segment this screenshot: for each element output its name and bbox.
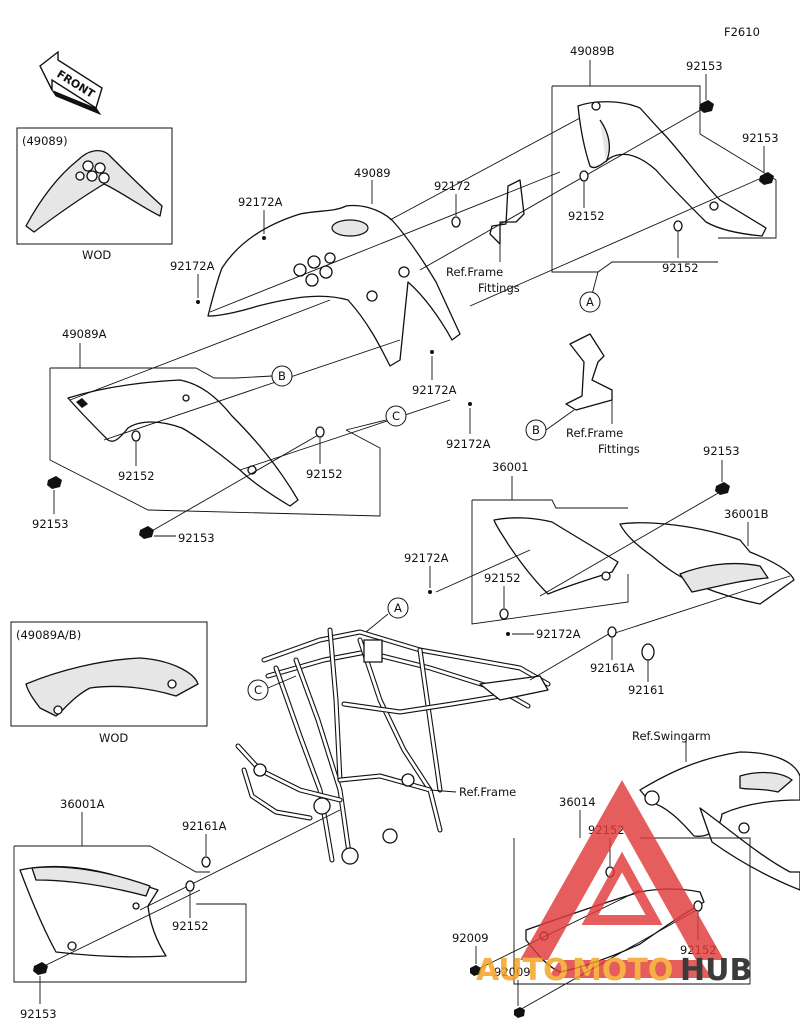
fasteners xyxy=(33,100,774,1018)
label-92153-f: 92153 xyxy=(20,1007,57,1021)
label-92172A-f: 92172A xyxy=(536,627,581,641)
inset1-title: (49089) xyxy=(22,134,68,148)
label-92009-b: 92009 xyxy=(494,965,531,979)
part-36001-shroud: 36001 xyxy=(471,460,629,625)
washer-92172 xyxy=(451,216,461,228)
label-92172A-a: 92172A xyxy=(238,195,283,209)
inset1-note: WOD xyxy=(82,248,111,262)
front-arrow-icon: FRONT xyxy=(39,50,103,116)
rivet-92172A-b xyxy=(196,300,200,304)
label-49089: 49089 xyxy=(354,166,391,180)
washer-92152-a xyxy=(579,170,589,182)
ref-frame-fittings-2a: Ref.Frame xyxy=(566,426,623,440)
callouts: A B C B A C xyxy=(235,271,601,701)
label-92152-a: 92152 xyxy=(568,209,605,223)
frame-fittings-bracket-upper: Ref.Frame Fittings xyxy=(446,179,525,295)
label-92153-b: 92153 xyxy=(742,131,779,145)
rivet-92172A-f xyxy=(506,632,510,636)
ref-frame-fittings-2b: Fittings xyxy=(598,442,640,456)
screw-92009-b xyxy=(514,1007,525,1018)
watermark-text-auto: AUTO xyxy=(476,953,569,988)
label-92153-a: 92153 xyxy=(686,59,723,73)
rivet-92172A-c xyxy=(430,350,434,354)
swingarm-assembly: Ref.Swingarm xyxy=(632,729,800,891)
inset-49089AB-wod: (49089A/B) WOD xyxy=(10,621,208,745)
label-92161A-a: 92161A xyxy=(590,661,635,675)
label-36001A: 36001A xyxy=(60,797,105,811)
label-92172A-c: 92172A xyxy=(412,383,457,397)
label-49089A: 49089A xyxy=(62,327,107,341)
bolt-92153-b xyxy=(759,172,774,185)
watermark-triangle-icon xyxy=(520,780,724,960)
screw-92009-a xyxy=(470,965,481,976)
label-92153-e: 92153 xyxy=(703,444,740,458)
callout-C-2: C xyxy=(254,683,262,697)
label-92153-d: 92153 xyxy=(178,531,215,545)
inset2-note: WOD xyxy=(99,731,128,745)
washer-92152-b xyxy=(673,220,683,232)
part-36001A-cover: 36001A xyxy=(13,797,247,983)
bolt-92153-c xyxy=(47,476,62,489)
part-36001B-shroud: 36001B xyxy=(619,507,795,605)
label-92152-c: 92152 xyxy=(118,469,155,483)
grommet-92161 xyxy=(641,643,655,661)
callout-B-2: B xyxy=(532,423,540,437)
label-92152-b: 92152 xyxy=(662,261,699,275)
ref-frame-fittings-1a: Ref.Frame xyxy=(446,265,503,279)
washer-92152-f xyxy=(185,880,195,892)
label-92009-a: 92009 xyxy=(452,931,489,945)
frame-assembly: Ref.Frame xyxy=(235,627,551,865)
grommet-92161A-b xyxy=(201,856,211,868)
label-92152-d: 92152 xyxy=(306,467,343,481)
ref-swingarm: Ref.Swingarm xyxy=(632,729,711,743)
washer-92152-e xyxy=(499,608,509,620)
bolt-92153-a xyxy=(699,100,714,113)
bolt-92153-d xyxy=(139,526,154,539)
washer-92152-d xyxy=(315,426,325,438)
rivet-92172A-a xyxy=(262,236,266,240)
label-92153-c: 92153 xyxy=(32,517,69,531)
callout-A-2: A xyxy=(394,601,402,615)
label-36001: 36001 xyxy=(492,460,529,474)
bolt-92153-f xyxy=(33,962,48,975)
inset-49089-wod: (49089) WOD xyxy=(16,127,173,262)
rivet-92172A-d xyxy=(468,402,472,406)
ref-frame-fittings-1b: Fittings xyxy=(478,281,520,295)
part-number-labels: 92153 92153 92152 92152 92172 92172A 921… xyxy=(20,59,779,1021)
part-49089A-cover: 49089A xyxy=(49,327,381,517)
label-36014: 36014 xyxy=(559,795,596,809)
ref-frame: Ref.Frame xyxy=(459,785,516,799)
frame-fittings-bracket-lower: Ref.Frame Fittings xyxy=(565,333,640,456)
label-36001B: 36001B xyxy=(724,507,769,521)
label-92152-f: 92152 xyxy=(172,919,209,933)
bolt-92153-e xyxy=(715,482,730,495)
inset2-title: (49089A/B) xyxy=(16,628,81,642)
callout-C-1: C xyxy=(392,409,400,423)
assembly-leader-lines xyxy=(39,107,791,1013)
callout-B-1: B xyxy=(278,369,286,383)
watermark-logo: AUTO MOTO HUB xyxy=(476,780,752,988)
label-92172A-b: 92172A xyxy=(170,259,215,273)
label-92172A-e: 92172A xyxy=(404,551,449,565)
watermark-text-moto: MOTO xyxy=(572,953,673,988)
washer-92152-h xyxy=(693,900,703,912)
watermark-text-hub: HUB xyxy=(680,953,752,988)
part-49089B-cover: 49089B xyxy=(551,44,777,273)
label-92161: 92161 xyxy=(628,683,665,697)
part-49089-cover: 49089 xyxy=(207,166,461,367)
label-92172: 92172 xyxy=(434,179,471,193)
label-92161A-b: 92161A xyxy=(182,819,227,833)
label-92172A-d: 92172A xyxy=(446,437,491,451)
label-49089B: 49089B xyxy=(570,44,615,58)
washer-92152-c xyxy=(131,430,141,442)
label-92152-e: 92152 xyxy=(484,571,521,585)
rivet-92172A-e xyxy=(428,590,432,594)
callout-A-1: A xyxy=(586,295,594,309)
grommet-92161A-a xyxy=(607,626,617,638)
figure-code: F2610 xyxy=(724,25,760,39)
